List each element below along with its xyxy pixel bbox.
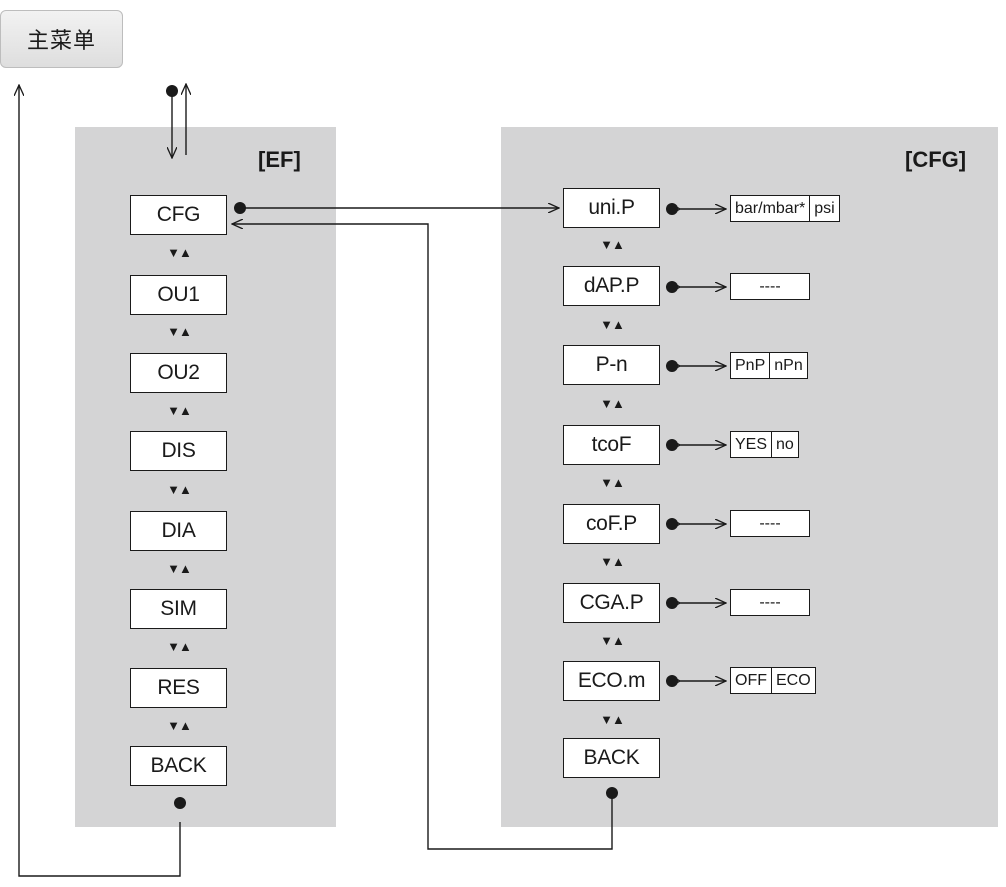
ef-item-ou2[interactable]: OU2 — [130, 353, 227, 393]
cfg-updown-icon: ▼▲ — [600, 396, 625, 411]
cga-p-value[interactable]: ---- — [730, 589, 810, 616]
return-to-main-menu-line — [19, 85, 181, 877]
cfg-updown-icon: ▼▲ — [600, 633, 625, 648]
cfg-updown-icon: ▼▲ — [600, 237, 625, 252]
cfg-item-back[interactable]: BACK — [563, 738, 660, 778]
cfg-updown-icon: ▼▲ — [600, 475, 625, 490]
cof-p-value[interactable]: ---- — [730, 510, 810, 537]
cfg-item-cof-p[interactable]: coF.P — [563, 504, 660, 544]
ef-updown-icon: ▼▲ — [167, 245, 192, 260]
option-off[interactable]: OFF — [735, 671, 767, 689]
ef-item-ou1[interactable]: OU1 — [130, 275, 227, 315]
cfg-item-tcof[interactable]: tcoF — [563, 425, 660, 465]
option-yes[interactable]: YES — [735, 435, 768, 453]
dot-icon — [666, 597, 678, 609]
option-no[interactable]: no — [771, 432, 798, 457]
dot-icon — [666, 675, 678, 687]
cfg-item-uni-p[interactable]: uni.P — [563, 188, 660, 228]
option-psi[interactable]: psi — [809, 196, 838, 221]
cfg-back-return-line — [232, 224, 613, 850]
option-pnp[interactable]: PnP — [735, 356, 766, 374]
ef-updown-icon: ▼▲ — [167, 403, 192, 418]
dot-icon — [234, 202, 246, 214]
dap-p-value-text: ---- — [759, 277, 781, 295]
ef-updown-icon: ▼▲ — [167, 561, 192, 576]
dot-icon — [666, 439, 678, 451]
uni-p-options: bar/mbar* psi — [730, 195, 840, 222]
dot-icon — [666, 360, 678, 372]
ef-item-sim[interactable]: SIM — [130, 589, 227, 629]
cfg-item-p-n[interactable]: P-n — [563, 345, 660, 385]
ef-updown-icon: ▼▲ — [167, 324, 192, 339]
dot-icon — [666, 518, 678, 530]
cfg-panel — [501, 127, 998, 827]
dot-icon — [666, 203, 678, 215]
dap-p-value[interactable]: ---- — [730, 273, 810, 300]
cfg-item-eco-m[interactable]: ECO.m — [563, 661, 660, 701]
ef-item-res[interactable]: RES — [130, 668, 227, 708]
ef-updown-icon: ▼▲ — [167, 718, 192, 733]
cof-p-value-text: ---- — [759, 514, 781, 532]
dot-icon — [606, 787, 618, 799]
cfg-panel-title: [CFG] — [905, 147, 967, 172]
p-n-options: PnP nPn — [730, 352, 808, 379]
tcof-options: YES no — [730, 431, 799, 458]
ef-updown-icon: ▼▲ — [167, 482, 192, 497]
ef-item-dia[interactable]: DIA — [130, 511, 227, 551]
cfg-item-dap-p[interactable]: dAP.P — [563, 266, 660, 306]
ef-updown-icon: ▼▲ — [167, 639, 192, 654]
main-menu-button[interactable]: 主菜单 — [0, 10, 123, 68]
eco-m-options: OFF ECO — [730, 667, 816, 694]
cfg-updown-icon: ▼▲ — [600, 317, 625, 332]
cga-p-value-text: ---- — [759, 593, 781, 611]
dot-icon — [166, 85, 178, 97]
ef-item-dis[interactable]: DIS — [130, 431, 227, 471]
ef-panel — [75, 127, 336, 827]
cfg-updown-icon: ▼▲ — [600, 712, 625, 727]
dot-icon — [174, 797, 186, 809]
ef-item-cfg[interactable]: CFG — [130, 195, 227, 235]
option-eco[interactable]: ECO — [771, 668, 815, 693]
option-npn[interactable]: nPn — [769, 353, 806, 378]
ef-panel-title: [EF] — [258, 147, 301, 172]
ef-item-back[interactable]: BACK — [130, 746, 227, 786]
cfg-updown-icon: ▼▲ — [600, 554, 625, 569]
cfg-item-cga-p[interactable]: CGA.P — [563, 583, 660, 623]
option-bar-mbar[interactable]: bar/mbar* — [735, 199, 806, 217]
dot-icon — [666, 281, 678, 293]
